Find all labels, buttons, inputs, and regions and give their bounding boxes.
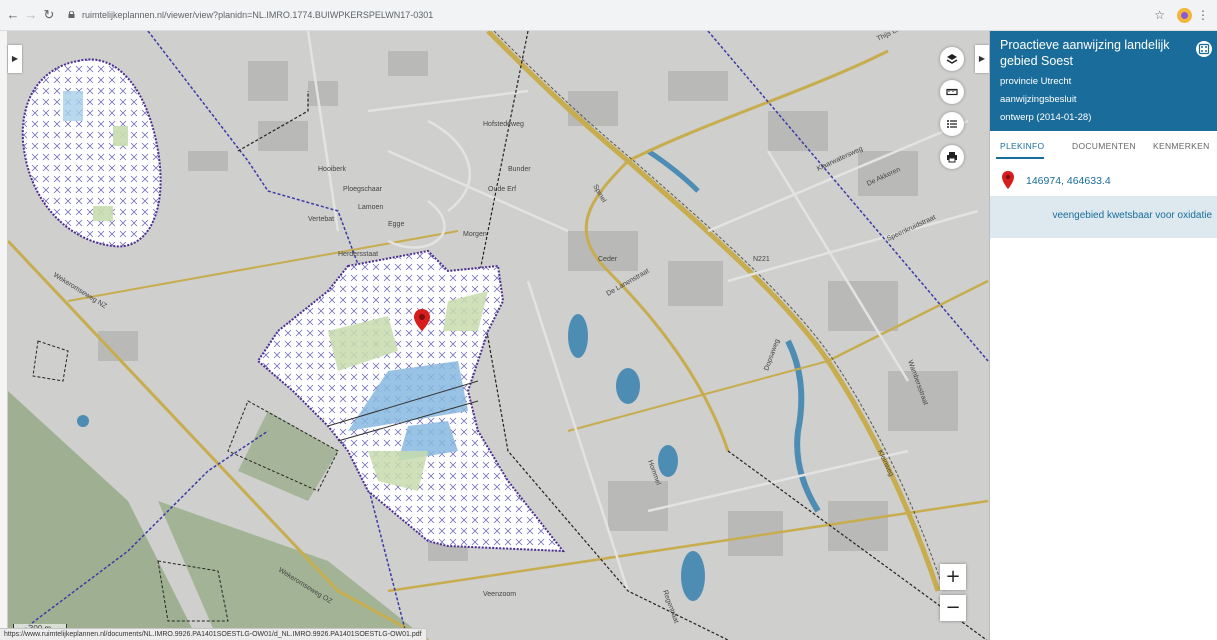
print-button[interactable] [940, 145, 964, 169]
plan-type: aanwijzingsbesluit [1000, 94, 1077, 105]
street-label: Morgen [463, 231, 487, 238]
location-marker[interactable] [414, 309, 430, 331]
street-label: Veenzoom [483, 591, 516, 598]
plan-status: ontwerp (2014-01-28) [1000, 112, 1092, 123]
close-icon [1198, 43, 1210, 55]
info-panel: Proactieve aanwijzing landelijk gebied S… [989, 31, 1217, 640]
back-icon[interactable]: ← [6, 7, 20, 22]
print-icon [947, 152, 957, 163]
street-label: Oude Erf [488, 186, 516, 193]
right-panel-toggle[interactable]: ▶ [975, 45, 989, 73]
reload-icon[interactable]: ↻ [43, 7, 55, 22]
feature-item[interactable]: veengebied kwetsbaar voor oxidatie [990, 196, 1217, 238]
street-label: Ceder [598, 256, 618, 263]
feature-label[interactable]: veengebied kwetsbaar voor oxidatie [1052, 210, 1212, 221]
tab-kenmerken[interactable]: KENMERKEN [1153, 141, 1210, 151]
street-label: Bunder [508, 166, 531, 173]
layers-icon [946, 54, 958, 64]
map-viewer[interactable]: Hooiberk Ploegschaar Lamoen Vertebat Egg… [8, 31, 989, 640]
forward-icon[interactable]: → [24, 7, 38, 22]
left-panel-toggle[interactable]: ▶ [8, 45, 22, 73]
layers-button[interactable] [940, 47, 964, 71]
plan-authority: provincie Utrecht [1000, 76, 1072, 87]
active-tab-indicator [996, 157, 1044, 159]
legend-icon [947, 120, 957, 128]
lock-icon [68, 11, 75, 18]
zoom-in-button[interactable]: + [940, 564, 966, 590]
street-label: Lamoen [358, 204, 383, 211]
street-label: Ploegschaar [343, 186, 383, 193]
legend-button[interactable] [940, 112, 964, 136]
ruler-icon [946, 88, 958, 96]
location-coordinates: 146974, 464633.4 [1026, 175, 1111, 187]
status-link: https://www.ruimtelijkeplannen.nl/docume… [0, 628, 427, 640]
panel-header: Proactieve aanwijzing landelijk gebied S… [990, 31, 1217, 131]
location-pin-icon [1002, 171, 1014, 189]
street-label: Hooiberk [318, 166, 347, 173]
star-icon[interactable]: ☆ [1154, 8, 1165, 22]
street-label: Herdersstaat [338, 251, 378, 258]
street-label: Vertebat [308, 216, 334, 223]
browser-toolbar: ← → ↻ ruimtelijkeplannen.nl/viewer/view?… [0, 0, 1217, 31]
menu-icon[interactable]: ⋮ [1197, 8, 1209, 22]
plan-title: Proactieve aanwijzing landelijk gebied S… [1000, 38, 1170, 68]
panel-tabs: PLEKINFO DOCUMENTEN KENMERKEN [990, 131, 1217, 159]
left-panel-edge [0, 31, 8, 640]
extension-icon[interactable] [1177, 8, 1192, 23]
plan-area-main[interactable] [256, 249, 566, 553]
zoom-out-button[interactable]: − [940, 595, 966, 621]
map-canvas[interactable]: Hooiberk Ploegschaar Lamoen Vertebat Egg… [8, 31, 989, 640]
street-label: Egge [388, 221, 404, 228]
tab-plekinfo[interactable]: PLEKINFO [1000, 141, 1045, 151]
plan-area-north[interactable] [21, 58, 162, 248]
measure-button[interactable] [940, 80, 964, 104]
close-button[interactable] [1196, 41, 1212, 57]
street-label: N221 [753, 256, 770, 263]
tab-documenten[interactable]: DOCUMENTEN [1072, 141, 1136, 151]
address-bar[interactable]: ruimtelijkeplannen.nl/viewer/view?planid… [82, 10, 434, 20]
street-label: Hofstedeweg [483, 121, 524, 128]
